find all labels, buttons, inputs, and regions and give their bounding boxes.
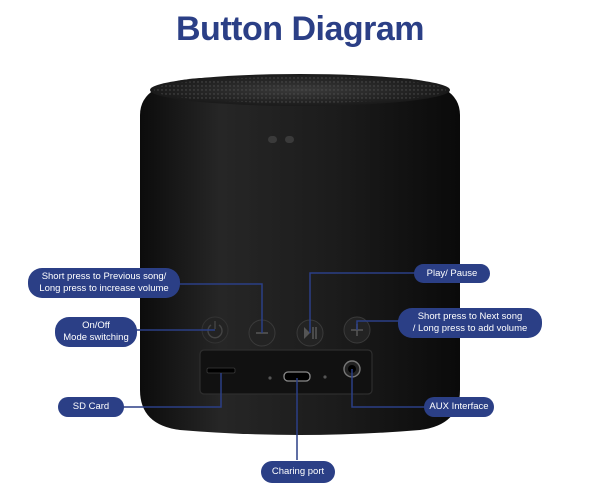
callout-next-line1: Short press to Next song bbox=[417, 311, 523, 322]
callout-prev-line2: Long press to increase volume bbox=[39, 283, 169, 294]
callout-charging-port: Charing port bbox=[261, 461, 335, 483]
reset-hole-icon bbox=[323, 375, 327, 379]
callout-sd-text: SD Card bbox=[72, 401, 110, 412]
indicator-led-left bbox=[268, 136, 277, 143]
callout-aux-interface: AUX Interface bbox=[424, 397, 494, 417]
indicator-led-right bbox=[285, 136, 294, 143]
callout-play-text: Play/ Pause bbox=[426, 267, 478, 279]
callout-next-volume-up: Short press to Next song / Long press to… bbox=[398, 308, 542, 338]
diagram-title: Button Diagram bbox=[176, 10, 425, 48]
speaker-body bbox=[140, 78, 460, 435]
callout-onoff-line1: On/Off bbox=[82, 320, 110, 331]
callout-prev-volume-up: Short press to Previous song/ Long press… bbox=[28, 268, 180, 298]
line-aux bbox=[351, 369, 430, 408]
sd-card-slot-icon bbox=[206, 367, 236, 374]
callout-play-pause: Play/ Pause bbox=[414, 264, 490, 283]
callout-prev-line1: Short press to Previous song/ bbox=[41, 271, 167, 282]
line-prev bbox=[170, 283, 263, 333]
callout-on-off: On/Off Mode switching bbox=[55, 317, 137, 347]
line-play bbox=[309, 272, 420, 333]
callout-charge-text: Charing port bbox=[271, 466, 325, 477]
line-next bbox=[356, 320, 405, 330]
callout-lines bbox=[115, 272, 430, 460]
callout-aux-text: AUX Interface bbox=[429, 401, 489, 412]
line-sd bbox=[115, 373, 222, 408]
mic-hole-icon bbox=[268, 376, 272, 380]
callout-next-line2: / Long press to add volume bbox=[412, 323, 528, 334]
callout-sd-card: SD Card bbox=[58, 397, 124, 417]
callout-onoff-line2: Mode switching bbox=[63, 332, 129, 343]
